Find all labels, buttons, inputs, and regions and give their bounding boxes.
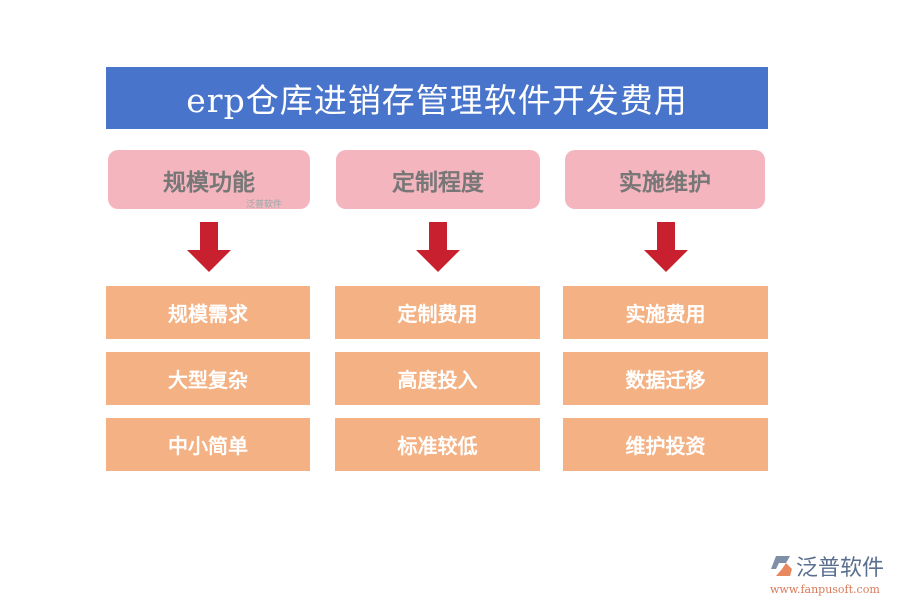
header-customization: 定制程度 [336,150,540,209]
logo-icon [771,556,792,576]
down-arrow-icon [644,222,688,272]
diagram-title: erp仓库进销存管理软件开发费用 [106,67,768,129]
down-arrow-icon [416,222,460,272]
header-implementation: 实施维护 [565,150,765,209]
item-box: 维护投资 [563,418,768,471]
brand-logo: 泛普软件 www.fanpusoft.com [770,550,895,596]
logo-name: 泛普软件 [796,556,885,581]
item-box: 规模需求 [106,286,310,339]
item-box: 实施费用 [563,286,768,339]
item-box: 中小简单 [106,418,310,471]
watermark: 泛普软件 [246,200,283,210]
item-box: 高度投入 [335,352,540,405]
item-box: 标准较低 [335,418,540,471]
item-box: 定制费用 [335,286,540,339]
down-arrow-icon [187,222,231,272]
item-box: 大型复杂 [106,352,310,405]
header-scale-function: 规模功能 [108,150,310,209]
item-box: 数据迁移 [563,352,768,405]
logo-url: www.fanpusoft.com [770,583,880,596]
